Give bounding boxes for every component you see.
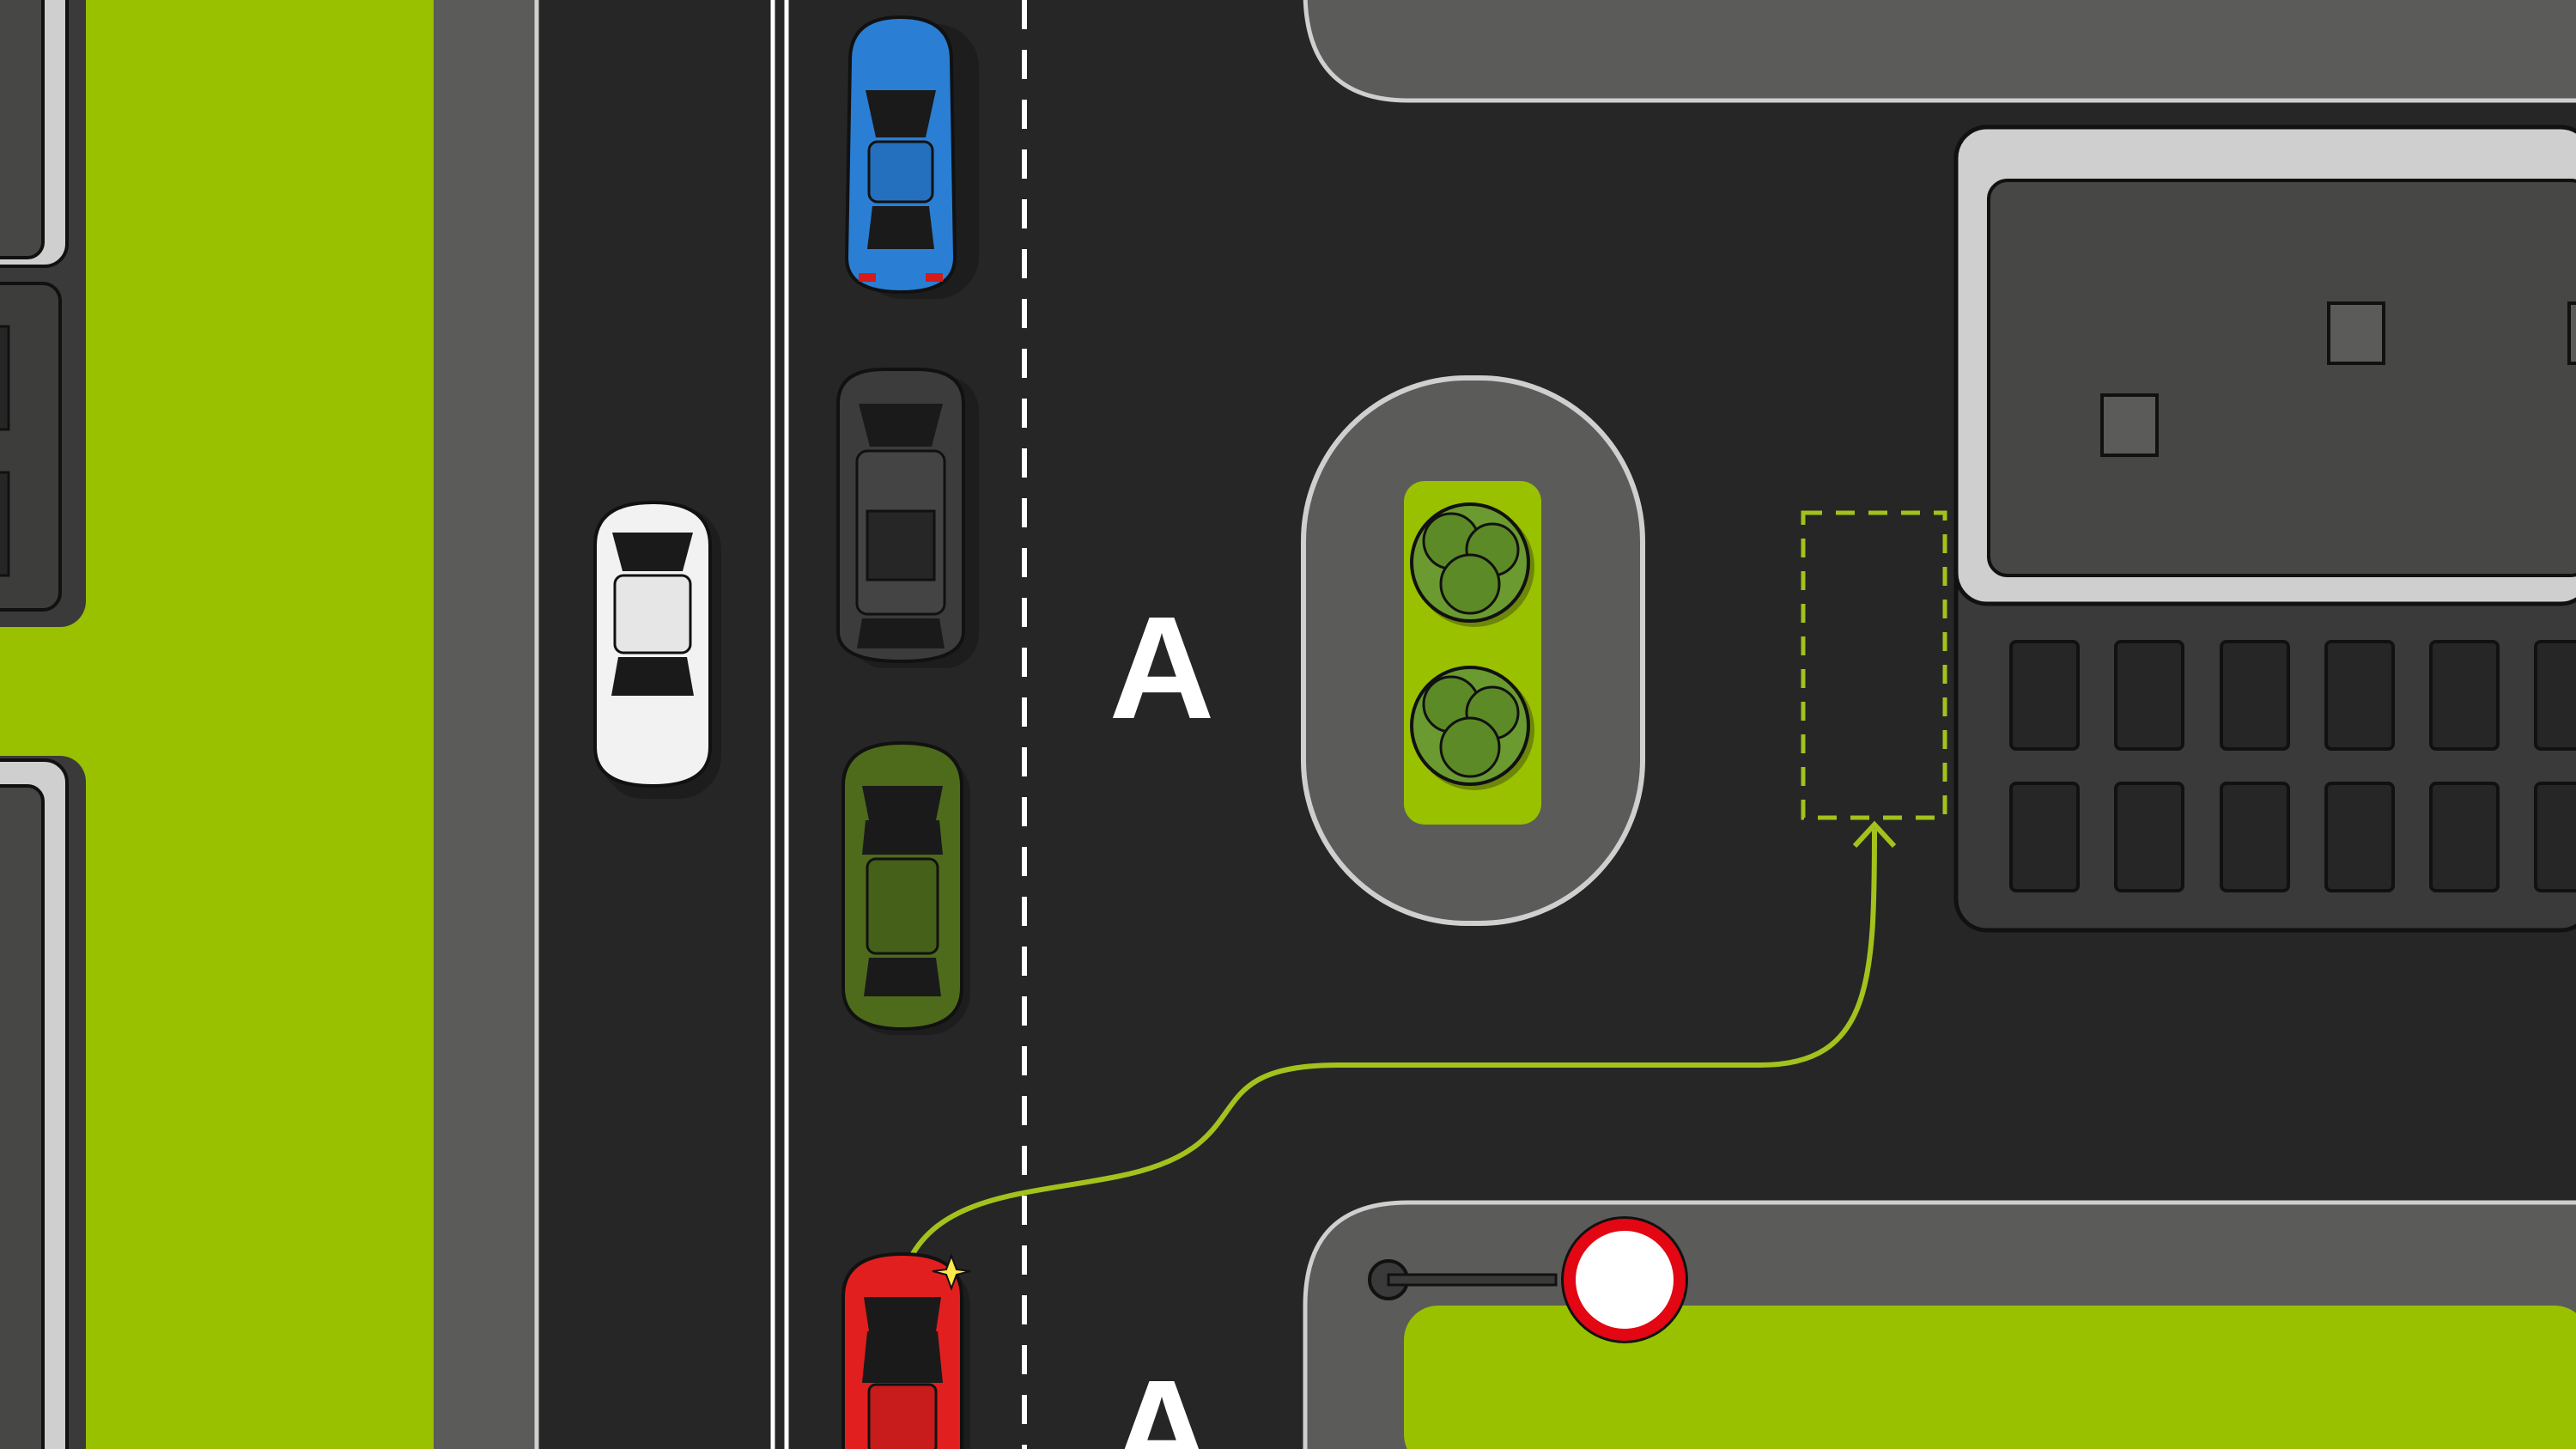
dashed-parking-bay [1801, 510, 1947, 820]
green-car [841, 740, 970, 1035]
building-left-top [0, 0, 86, 627]
black-suv [836, 368, 979, 668]
no-vehicles-sign [1368, 1216, 1688, 1343]
blue-car [844, 15, 979, 299]
prohibition-circle-icon [1564, 1219, 1686, 1341]
bush-icon [1410, 666, 1534, 790]
roof-vent-icon [2567, 301, 2576, 365]
bush-icon [1410, 502, 1534, 627]
grass-bottom-right [1404, 1306, 2576, 1449]
roof-vent-icon [2100, 393, 2159, 457]
sidewalk-top-right [1303, 0, 2576, 103]
sidewalk-bottom-right [1303, 1200, 2576, 1449]
roof-vent-icon [2327, 301, 2385, 365]
building-windows [2009, 640, 2576, 892]
traffic-island [1301, 375, 1645, 926]
red-car [841, 1251, 971, 1449]
turn-route [908, 820, 1897, 1260]
turn-signal-icon [932, 1253, 971, 1291]
route-arrowhead-icon [1852, 820, 1897, 849]
lane-marker-lower: A [1109, 1350, 1215, 1449]
sidewalk-left [434, 0, 537, 1449]
lane-marker-upper: A [1109, 587, 1215, 750]
building-left-bottom [0, 756, 86, 1449]
building-right [1953, 125, 2576, 933]
white-car [593, 500, 721, 799]
